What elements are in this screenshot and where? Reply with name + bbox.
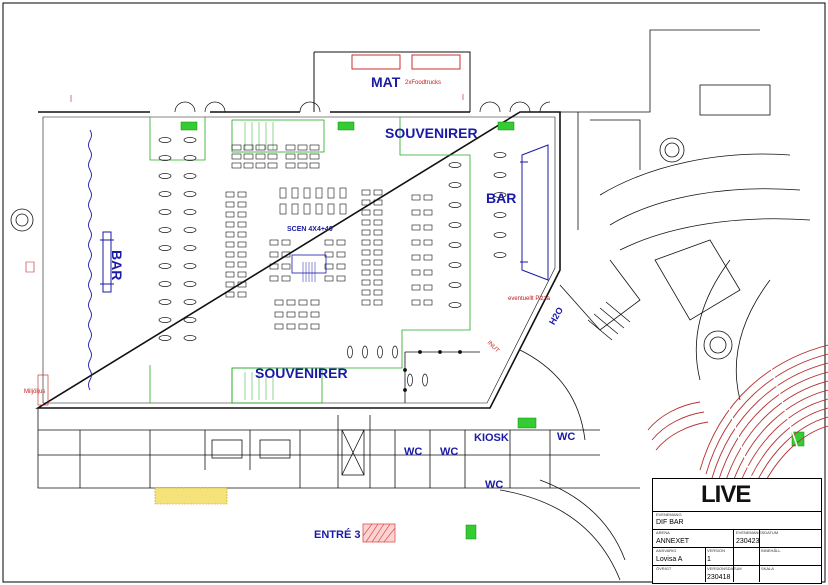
entrance-label: ENTRÉ 3 — [314, 529, 361, 541]
right-building — [10, 29, 811, 581]
foodtrucks — [351, 54, 461, 70]
tb-divider — [653, 547, 821, 548]
pizza-label: eventuellt Pizza — [508, 296, 551, 302]
eventdate-value: 230423 — [736, 538, 760, 545]
eventdate-caption: EVENEMANGSDATUM — [736, 530, 779, 535]
scale-caption: SKALA — [761, 566, 774, 571]
corridor-rooms — [37, 408, 640, 489]
wc-label-2: WC — [440, 446, 459, 458]
owner-caption: ANSVARIG — [656, 548, 677, 553]
entrance-hatch — [362, 523, 396, 543]
souvenirer-bottom-label: SOUVENIRER — [255, 365, 348, 381]
contents-caption: INNEHÅLL — [761, 548, 781, 553]
barrier-line — [403, 350, 480, 403]
green-markers — [180, 121, 805, 540]
tb-divider — [653, 511, 821, 512]
souvenirer-top-label: SOUVENIRER — [385, 125, 478, 141]
bar-right-label: BAR — [486, 190, 517, 206]
tb-vline — [733, 529, 734, 582]
wc-label-3: WC — [557, 431, 576, 443]
title-block: LIVE EVENEMANG DIF BAR ARENA ANNEXET EVE… — [652, 478, 822, 584]
tb-divider — [653, 529, 821, 530]
annotation-markers — [25, 94, 464, 406]
left-bar-counter — [100, 231, 114, 293]
versiondate-value: 230418 — [707, 574, 731, 581]
tb-vline — [705, 547, 706, 582]
yellow-zone — [154, 487, 228, 505]
left-bar-line — [88, 129, 92, 391]
bar-left-label: BAR — [109, 250, 125, 281]
foodtrucks-label: 2xFoodtrucks — [405, 80, 442, 86]
tb-vline — [759, 529, 760, 582]
version-caption: VERSION — [707, 548, 726, 553]
versiondate-caption: VERSIONSDATUM — [707, 566, 742, 571]
mat-label: MAT — [371, 74, 401, 90]
wc-label-1: WC — [404, 446, 423, 458]
other-caption: ÖVRIGT — [656, 566, 672, 571]
right-bar-counter — [520, 144, 549, 281]
table-clusters — [225, 144, 433, 330]
miljojus-label: Miljöljus — [24, 389, 46, 395]
tb-divider — [653, 565, 821, 566]
kiosk-label: KIOSK — [474, 432, 509, 444]
wc-label-4: WC — [485, 479, 504, 491]
event-caption: EVENEMANG — [656, 512, 682, 517]
stairs — [244, 122, 274, 400]
event-value: DIF BAR — [656, 519, 684, 526]
green-zones — [149, 117, 471, 404]
hall-walls — [35, 51, 561, 409]
cocktail-tables — [158, 137, 507, 387]
arena-value: ANNEXET — [656, 538, 690, 545]
owner-value: Lovisa A — [656, 556, 683, 563]
stage-label: SCEN 4X4+40 — [287, 226, 333, 233]
version-value: 1 — [707, 556, 711, 563]
doors-top — [174, 101, 551, 113]
live-logo: LIVE — [701, 481, 751, 508]
stage — [291, 254, 327, 282]
arena-caption: ARENA — [656, 530, 670, 535]
